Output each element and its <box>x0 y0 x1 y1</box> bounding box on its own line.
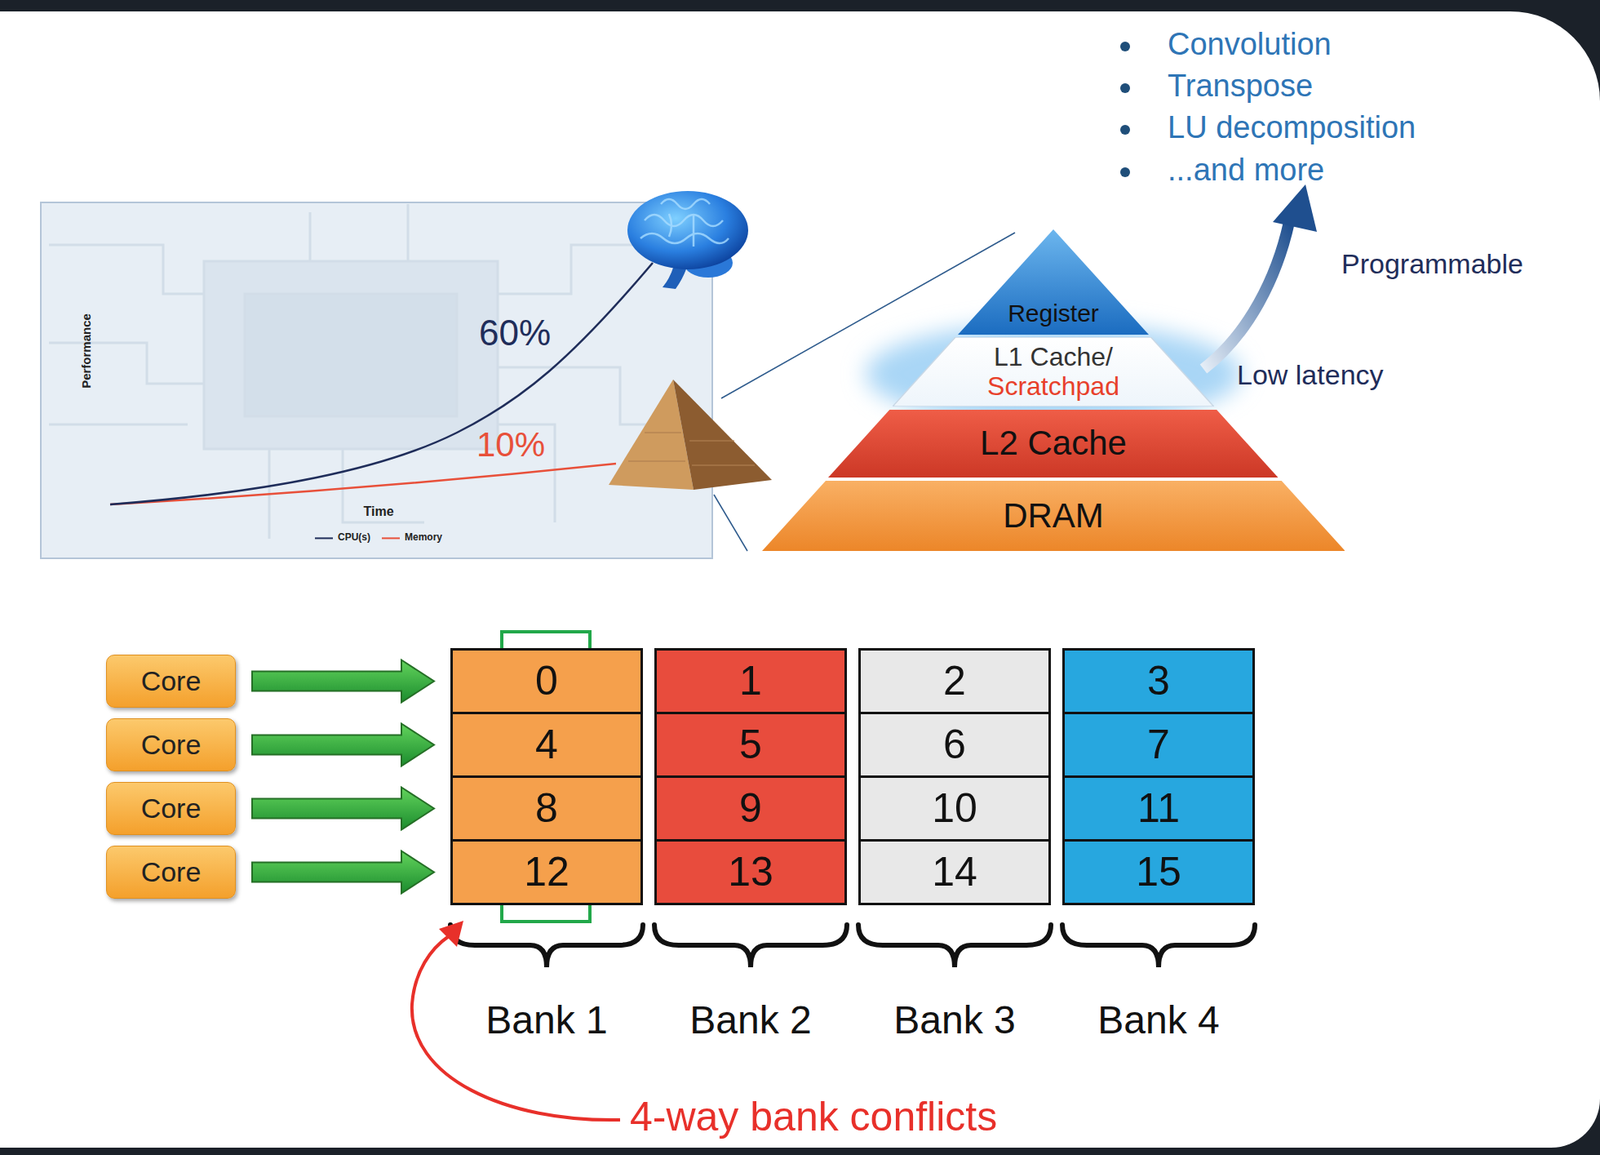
level-name: Register <box>1007 299 1100 327</box>
bank-cell: 13 <box>654 838 847 905</box>
zoom-line <box>713 494 748 551</box>
bank-cell: 3 <box>1062 647 1255 714</box>
cache-glow <box>865 323 1241 425</box>
core-box: Core <box>106 718 236 772</box>
core-label: Core <box>141 793 202 824</box>
level-name: DRAM <box>1002 496 1104 535</box>
level-name: L1 Cache/ <box>993 342 1113 372</box>
band-shape <box>828 409 1278 478</box>
core-label: Core <box>141 856 202 887</box>
bank-cell: 6 <box>858 711 1051 778</box>
address-number: 5 <box>739 722 763 767</box>
growth-rate: 10% <box>476 425 546 464</box>
address-number: 0 <box>535 658 559 704</box>
band-shape <box>957 229 1149 335</box>
legend-text: CPU(s) <box>337 531 371 543</box>
address-number: 4 <box>535 722 559 767</box>
brain-icon <box>627 190 749 289</box>
cpu-curve <box>110 262 653 505</box>
annotation: Low latency <box>1236 359 1384 391</box>
legend-line <box>381 536 400 539</box>
bank-cell: 2 <box>858 647 1051 714</box>
level-name: L2 Cache <box>979 424 1127 462</box>
bank-braces <box>450 924 1255 967</box>
core-box: Core <box>106 654 236 708</box>
legend-text: Memory <box>404 531 443 543</box>
bank-cell: 8 <box>450 775 643 842</box>
bank-cell: 14 <box>858 838 1051 905</box>
level-name: Scratchpad <box>987 372 1120 401</box>
memory-level-band: DRAM <box>762 480 1346 551</box>
bank-cell: 0 <box>450 647 643 714</box>
legend-line <box>314 536 333 539</box>
chart-panel <box>40 202 713 559</box>
address-number: 8 <box>535 785 559 831</box>
programmable-arrow <box>1203 184 1317 369</box>
pyramid-icon <box>608 379 772 490</box>
circuit-texture <box>48 203 702 539</box>
address-number: 7 <box>1147 722 1171 767</box>
bank-cell: 11 <box>1062 775 1255 842</box>
address-number: 3 <box>1147 658 1171 704</box>
bank-label: Bank 4 <box>1097 998 1219 1042</box>
access-arrow <box>252 660 435 703</box>
address-number: 13 <box>727 849 774 895</box>
memory-level-band: L2 Cache <box>828 409 1278 478</box>
conflict-note: 4-way bank conflicts <box>629 1094 998 1140</box>
address-number: 14 <box>931 849 978 895</box>
bank-label: Bank 2 <box>689 998 812 1042</box>
bank-cell: 10 <box>858 775 1051 842</box>
annotation: Programmable <box>1341 248 1524 280</box>
axis-label: Performance <box>79 313 94 389</box>
core-label: Core <box>141 729 202 760</box>
address-number: 15 <box>1135 849 1182 895</box>
bank-cell: 4 <box>450 711 643 778</box>
bank-label: Bank 3 <box>893 998 1015 1042</box>
address-number: 1 <box>739 658 763 704</box>
core-box: Core <box>106 845 236 899</box>
address-number: 11 <box>1137 785 1180 831</box>
bank-cell: 7 <box>1062 711 1255 778</box>
bank-label: Bank 1 <box>485 998 608 1042</box>
bank-cell: 9 <box>654 775 847 842</box>
address-number: 6 <box>943 722 967 767</box>
access-arrow <box>252 723 435 767</box>
access-arrow <box>252 850 435 894</box>
bank-cell: 5 <box>654 711 847 778</box>
bullet-item: Convolution <box>1167 27 1332 63</box>
memory-level-band: L1 Cache/Scratchpad <box>892 336 1215 407</box>
bank-cell: 12 <box>450 838 643 905</box>
slide-background <box>0 11 1600 1148</box>
conflict-arrow <box>412 920 621 1120</box>
address-number: 9 <box>739 785 763 831</box>
axis-label: Time <box>363 504 394 519</box>
bullet-dots <box>1120 41 1131 178</box>
address-number: 10 <box>931 785 978 831</box>
band-shape <box>892 336 1215 407</box>
bank-cell: 1 <box>654 647 847 714</box>
bullet-item: LU decomposition <box>1167 110 1416 146</box>
core-box: Core <box>106 781 236 835</box>
address-number: 2 <box>943 658 967 704</box>
access-arrow <box>252 787 435 830</box>
bullet-item: Transpose <box>1167 69 1313 104</box>
legend: CPU(s) Memory <box>314 531 443 543</box>
band-shape <box>762 480 1346 551</box>
core-label: Core <box>141 665 202 696</box>
bank-cell: 15 <box>1062 838 1255 905</box>
bullet-item: ...and more <box>1167 153 1325 188</box>
growth-rate: 60% <box>478 313 551 353</box>
memory-level-band: Register <box>957 229 1149 335</box>
address-number: 12 <box>523 849 570 895</box>
